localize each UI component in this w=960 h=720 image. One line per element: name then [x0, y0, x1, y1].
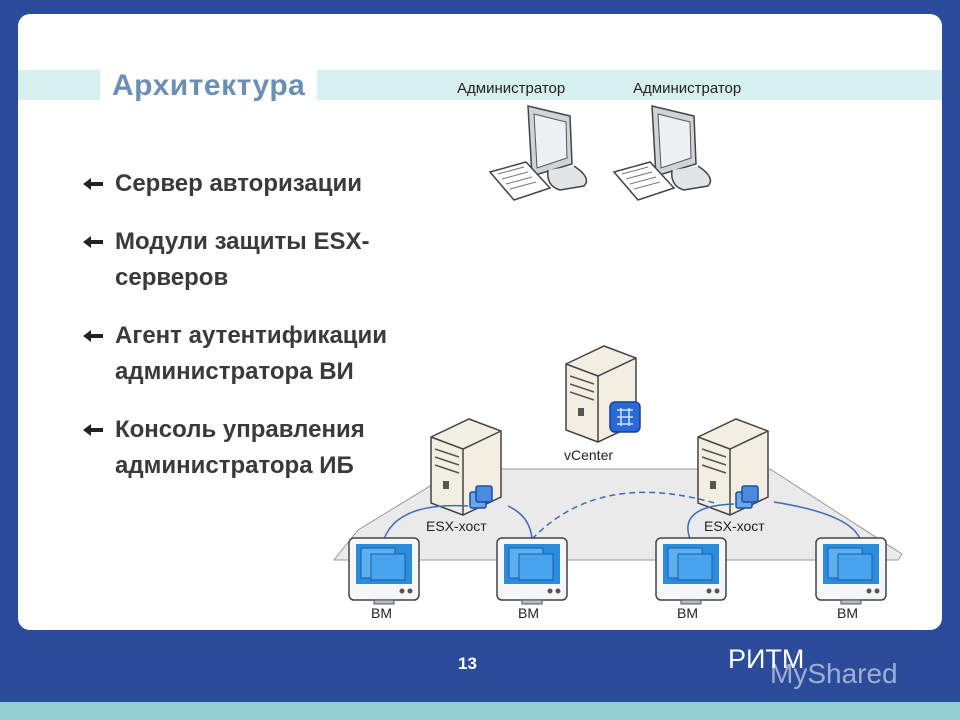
- admin-label-1: Администратор: [457, 80, 566, 97]
- page-number: 13: [458, 654, 477, 673]
- bullet-item: Модули защиты ESX-серверов: [82, 224, 422, 296]
- arrow-left-icon: [83, 424, 103, 436]
- bullet-list: Сервер авторизации Модули защиты ESX-сер…: [82, 166, 422, 506]
- vm-monitor-icon: [815, 537, 887, 605]
- link-line: [687, 503, 735, 540]
- vm-label-4: ВМ: [837, 605, 858, 621]
- vm-monitor-icon: [348, 537, 420, 605]
- bullet-text: Консоль управления администратора ИБ: [115, 416, 365, 479]
- admin-workstation-icon: [489, 105, 588, 201]
- vm-label-1: ВМ: [371, 605, 392, 621]
- vm-label-2: ВМ: [518, 605, 539, 621]
- link-line: [773, 501, 861, 540]
- vm-monitor-icon: [655, 537, 727, 605]
- slide: Архитектура Администратор Администратор …: [18, 14, 942, 630]
- dashed-link-line: [531, 491, 719, 540]
- link-line: [383, 504, 469, 540]
- bullet-item: Консоль управления администратора ИБ: [82, 412, 422, 484]
- vcenter-icon: [609, 401, 641, 433]
- arrow-left-icon: [83, 330, 103, 342]
- vcenter-label: vCenter: [564, 447, 613, 463]
- slide-title: Архитектура: [100, 64, 318, 108]
- vm-label-3: ВМ: [677, 605, 698, 621]
- bullet-text: Сервер авторизации: [115, 170, 362, 197]
- bullet-text: Агент аутентификации администратора ВИ: [115, 322, 388, 385]
- architecture-diagram: vCenter ESX-хост ESX-хост ВМ ВМ ВМ ВМ: [332, 105, 903, 621]
- admin-label-2: Администратор: [633, 80, 742, 97]
- footer-brand: РИТМ: [728, 644, 805, 674]
- vm-monitor-icon: [496, 537, 568, 605]
- arrow-left-icon: [83, 236, 103, 248]
- bullet-text: Модули защиты ESX-серверов: [115, 228, 370, 291]
- bullet-item: Агент аутентификации администратора ВИ: [82, 318, 422, 390]
- admin-workstation-icon: [613, 105, 712, 201]
- footer-band: [0, 702, 960, 720]
- esx-host-label-2: ESX-хост: [704, 518, 765, 534]
- watermark-logo: MyShared: [770, 658, 898, 689]
- arrow-left-icon: [83, 178, 103, 190]
- esx-host-label-1: ESX-хост: [426, 518, 487, 534]
- bullet-item: Сервер авторизации: [82, 166, 422, 202]
- link-line: [507, 505, 533, 540]
